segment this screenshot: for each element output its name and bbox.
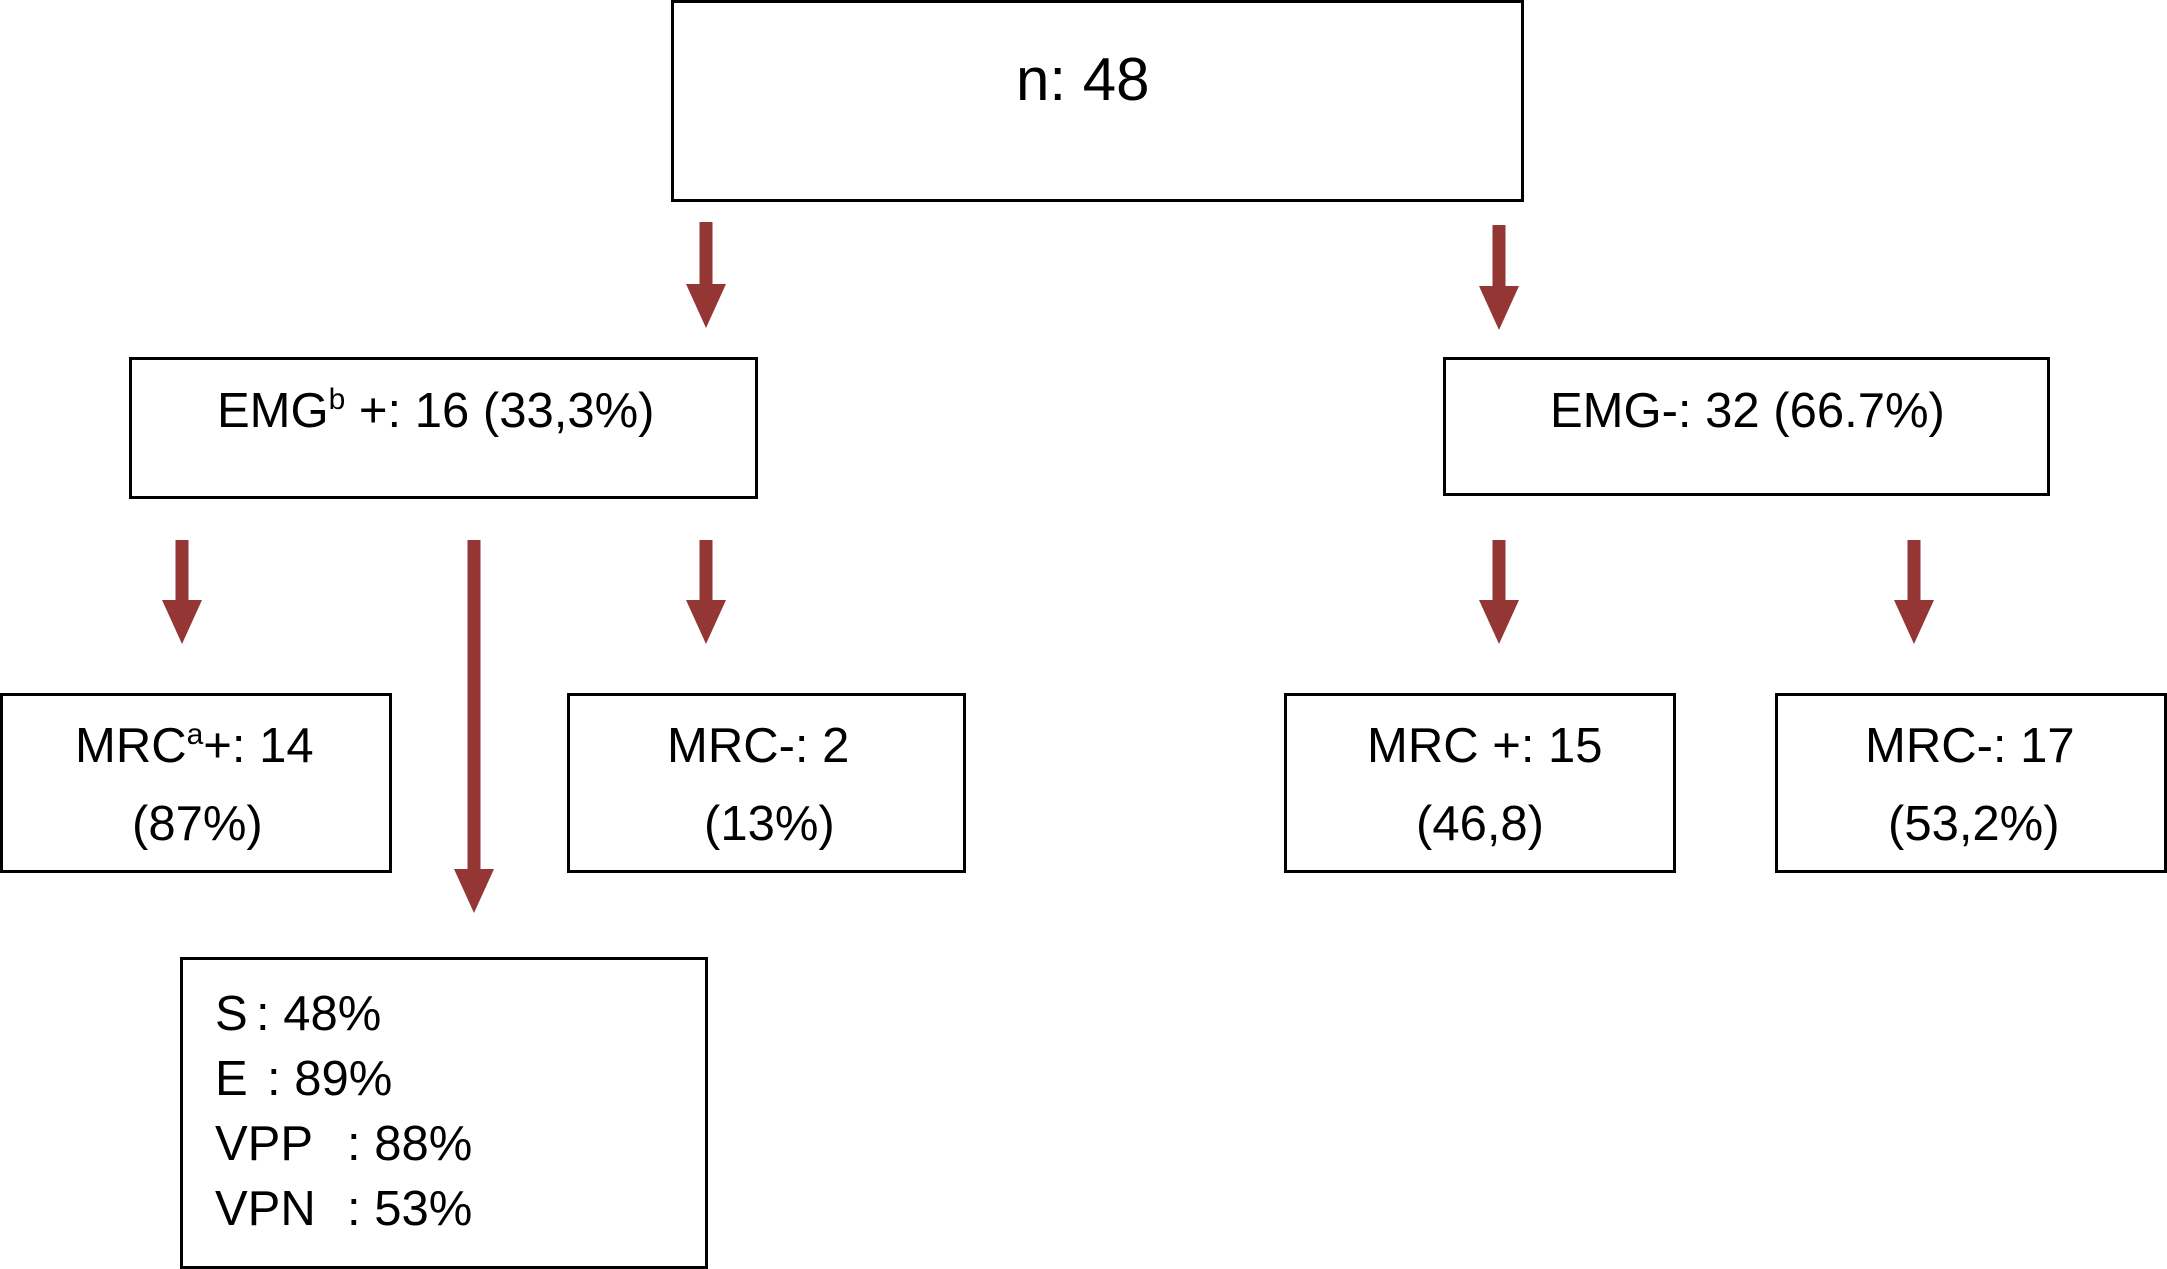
mrc-negative-right-label: MRC-: 17	[1865, 719, 2075, 773]
stat-specificity-label: E	[215, 1052, 248, 1106]
arrow-root-to-emg-negative	[1479, 225, 1519, 330]
stat-npv-label: VPN	[215, 1182, 316, 1236]
mrc-positive-right-box	[1284, 693, 1676, 873]
mrc-positive-right-percent: (46,8)	[1416, 797, 1545, 851]
stat-ppv-label: VPP	[215, 1117, 314, 1171]
emg-footnote-mark: b	[328, 383, 346, 416]
stat-npv-value: : 53%	[347, 1182, 473, 1236]
stat-ppv-value: : 88%	[347, 1117, 473, 1171]
mrc-negative-left-box	[567, 693, 966, 873]
mrc-positive-left-percent: (87%)	[132, 797, 263, 851]
arrow-emg-negative-to-mrc-positive	[1479, 540, 1519, 644]
mrc-negative-right-box	[1775, 693, 2167, 873]
mrc-negative-left-percent: (13%)	[704, 797, 835, 851]
arrow-emg-positive-to-stats	[454, 540, 494, 913]
mrc-positive-left-box	[0, 693, 392, 873]
stat-sensitivity-label: S	[215, 987, 248, 1041]
mrc-negative-left-label: MRC-: 2	[667, 719, 850, 773]
mrc-negative-right-percent: (53,2%)	[1888, 797, 2060, 851]
mrc-positive-right-label: MRC +: 15	[1367, 719, 1603, 773]
mrc-footnote-mark: a	[186, 718, 204, 751]
arrow-emg-positive-to-mrc-positive	[162, 540, 202, 644]
emg-positive-box	[129, 357, 758, 499]
arrow-emg-positive-to-mrc-negative	[686, 540, 726, 644]
stat-sensitivity-value: : 48%	[256, 987, 382, 1041]
emg-negative-box	[1443, 357, 2050, 496]
arrow-root-to-emg-positive	[686, 222, 726, 328]
diagnostic-stats-box	[180, 957, 708, 1269]
root-node-label: n: 48	[1016, 46, 1150, 113]
stat-specificity-value: : 89%	[267, 1052, 393, 1106]
root-node-box	[671, 0, 1524, 202]
mrc-positive-left-label: MRCa+: 14	[75, 718, 314, 773]
arrow-emg-negative-to-mrc-negative	[1894, 540, 1934, 644]
emg-positive-label: EMGb +: 16 (33,3%)	[217, 383, 655, 438]
emg-negative-label: EMG-: 32 (66.7%)	[1550, 384, 1945, 438]
